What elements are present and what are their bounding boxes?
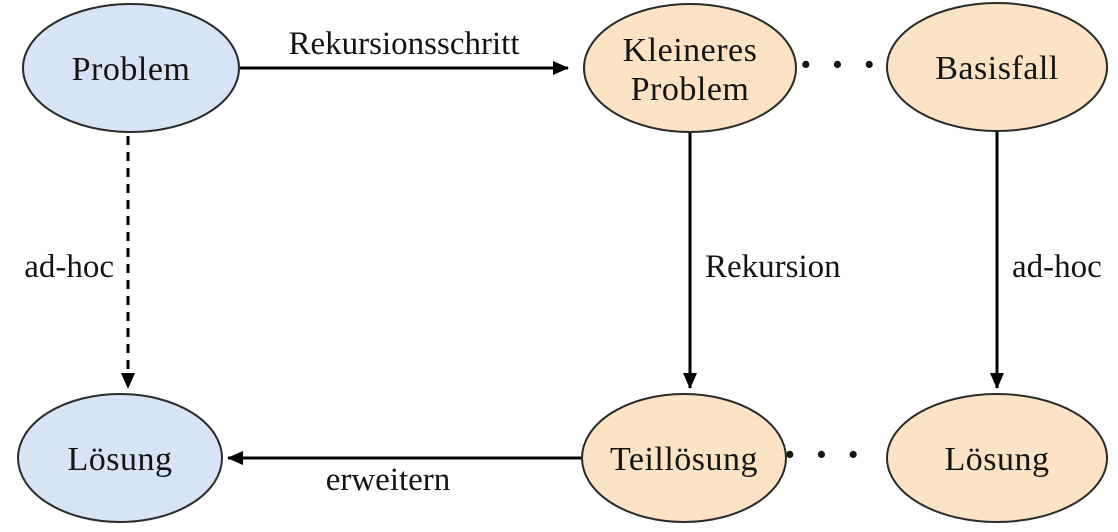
ellipsis-top: · · ·: [798, 40, 879, 89]
node-kleineres-problem-label-line1: Kleineres: [623, 32, 758, 69]
node-basisfall-label: Basisfall: [935, 50, 1058, 87]
node-loesung-left: Lösung: [17, 393, 223, 523]
edge-ad-hoc-right-label: ad-hoc: [1012, 249, 1102, 285]
node-problem: Problem: [22, 3, 240, 133]
ellipsis-bottom: · · ·: [782, 430, 863, 479]
edge-labels: Rekursionsschritt ad-hoc Rekursion ad-ho…: [24, 26, 1102, 498]
node-problem-ellipse: [22, 3, 240, 133]
node-teilloesung: Teillösung: [581, 393, 787, 523]
edge-ad-hoc-left-label: ad-hoc: [24, 249, 114, 285]
node-kleineres-problem: Kleineres Problem: [583, 3, 797, 133]
node-kleineres-problem-ellipse: [583, 3, 797, 133]
node-basisfall-ellipse: [886, 2, 1108, 132]
edges: [121, 61, 1004, 465]
node-kleineres-problem-label-line2: Problem: [631, 71, 750, 108]
node-teilloesung-label: Teillösung: [610, 441, 758, 478]
node-basisfall: Basisfall: [886, 2, 1108, 132]
edge-rekursion-label: Rekursion: [705, 249, 841, 285]
node-loesung-right: Lösung: [886, 393, 1108, 523]
node-problem-label: Problem: [72, 51, 191, 88]
node-teilloesung-ellipse: [581, 393, 787, 523]
node-loesung-left-ellipse: [17, 393, 223, 523]
node-loesung-right-ellipse: [886, 393, 1108, 523]
edge-erweitern-label: erweitern: [326, 462, 451, 498]
node-loesung-left-label: Lösung: [68, 441, 173, 478]
edge-rekursionsschritt-label: Rekursionsschritt: [289, 26, 520, 62]
node-loesung-right-label: Lösung: [945, 441, 1050, 478]
